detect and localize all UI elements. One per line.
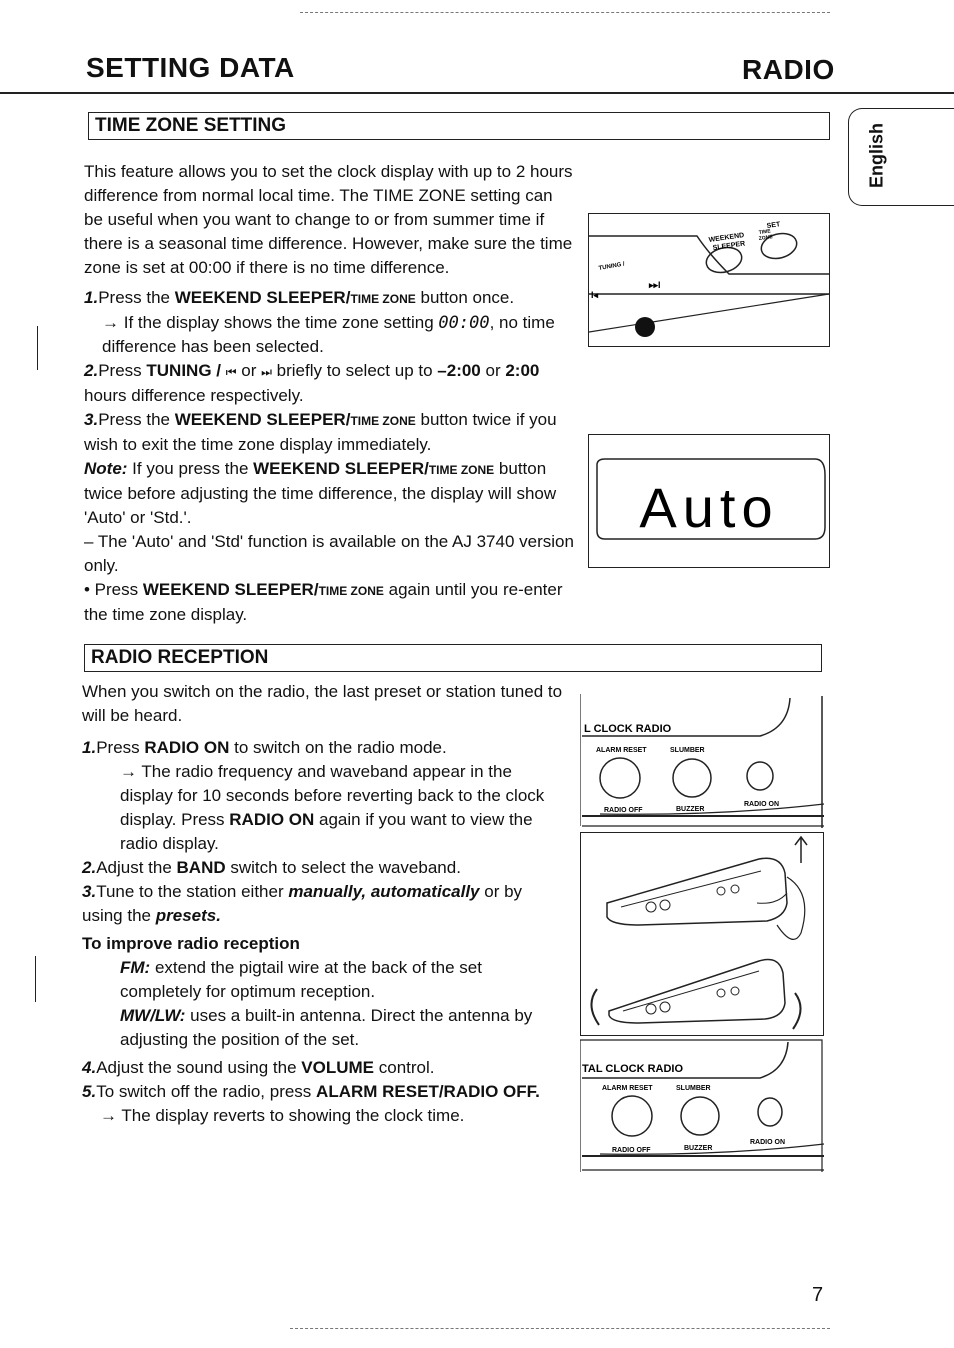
fig3-radio-on: RADIO ON (744, 801, 779, 808)
radio-step-3: 3.Tune to the station either manually, a… (82, 882, 523, 925)
fig3-title: L CLOCK RADIO (584, 723, 672, 735)
fig1-tuning: TUNING / (598, 261, 625, 272)
fig1-time: TIME (758, 228, 771, 236)
fig1-sleeper: SLEEPER (712, 240, 745, 251)
tz-step-3: 3.Press the WEEKEND SLEEPER/TIME ZONE bu… (84, 410, 557, 454)
tz-dash-note: – The 'Auto' and 'Std' function is avail… (84, 532, 574, 575)
radio-improve-title: To improve radio reception (82, 934, 300, 953)
figure-auto-display: Auto (588, 434, 830, 568)
margin-mark-2 (35, 956, 36, 1002)
fig5-alarm-reset: ALARM RESET (602, 1085, 653, 1092)
header-rule (0, 92, 954, 94)
tz-step-1-result: → If the display shows the time zone set… (102, 313, 555, 356)
fig2-display-text: Auto (639, 476, 778, 539)
fig5-title: TAL CLOCK RADIO (582, 1063, 683, 1075)
fig3-alarm-reset: ALARM RESET (596, 747, 647, 754)
radio-step-5-result: → The display reverts to showing the clo… (100, 1106, 465, 1125)
time-zone-section-heading: TIME ZONE SETTING (88, 112, 830, 140)
figure-time-zone-buttons: WEEKEND SLEEPER TIME ZONE SET TUNING / ▸… (588, 213, 830, 347)
figure-radio-off-drawing: TAL CLOCK RADIO ALARM RESET SLUMBER RADI… (579, 1039, 825, 1172)
time-zone-body: This feature allows you to set the clock… (84, 160, 574, 627)
figure-auto-display-drawing: Auto (596, 458, 826, 540)
fig1-weekend: WEEKEND (708, 232, 744, 244)
bottom-scan-artifact (290, 1328, 830, 1329)
fig1-zone: ZONE (758, 234, 773, 242)
figure-antenna-positions (580, 832, 824, 1036)
tz-step-2: 2.Press TUNING / ⏮ or ⏭ briefly to selec… (84, 361, 540, 405)
radio-mwlw: MW/LW: uses a built-in antenna. Direct t… (120, 1006, 533, 1049)
language-tab-label: English (866, 123, 887, 189)
radio-intro: When you switch on the radio, the last p… (82, 682, 563, 725)
radio-body: When you switch on the radio, the last p… (82, 680, 564, 1128)
language-tab: English (848, 108, 954, 206)
figure-radio-on-drawing: L CLOCK RADIO ALARM RESET SLUMBER RADIO … (579, 694, 825, 828)
top-scan-artifact (300, 12, 830, 13)
tz-step-1: 1.Press the WEEKEND SLEEPER/TIME ZONE bu… (84, 288, 515, 307)
time-zone-title: TIME ZONE SETTING (95, 115, 287, 136)
tz-note: Note: If you press the WEEKEND SLEEPER/T… (84, 459, 557, 527)
radio-step-4: 4.Adjust the sound using the VOLUME cont… (82, 1058, 435, 1077)
fig1-next: ▸▸I (648, 280, 661, 290)
fig5-buzzer: BUZZER (684, 1145, 712, 1152)
page-number: 7 (812, 1284, 824, 1306)
fig3-radio-off: RADIO OFF (604, 807, 643, 814)
fig3-buzzer: BUZZER (676, 806, 704, 813)
radio-step-2: 2.Adjust the BAND switch to select the w… (82, 858, 461, 877)
header-right-title: RADIO (742, 54, 835, 85)
figure-radio-on-panel: L CLOCK RADIO ALARM RESET SLUMBER RADIO … (579, 692, 825, 828)
radio-step-1-result: → The radio frequency and waveband appea… (120, 762, 545, 853)
tz-bullet: • Press WEEKEND SLEEPER/TIME ZONE again … (84, 580, 563, 624)
radio-title: RADIO RECEPTION (91, 647, 269, 668)
radio-step-5: 5.To switch off the radio, press ALARM R… (82, 1082, 540, 1101)
fig3-slumber: SLUMBER (670, 747, 705, 754)
time-zone-intro: This feature allows you to set the clock… (84, 162, 573, 277)
radio-step-1: 1.Press RADIO ON to switch on the radio … (82, 738, 447, 757)
margin-mark-1 (37, 326, 38, 370)
fig1-set: SET (766, 221, 781, 230)
figure-radio-off-panel: TAL CLOCK RADIO ALARM RESET SLUMBER RADI… (579, 1038, 825, 1174)
figure-antenna-drawing (590, 835, 808, 1030)
figure-time-zone-buttons-drawing: WEEKEND SLEEPER TIME ZONE SET TUNING / ▸… (588, 221, 830, 337)
fig5-slumber: SLUMBER (676, 1085, 711, 1092)
fig5-radio-on: RADIO ON (750, 1139, 785, 1146)
radio-section-heading: RADIO RECEPTION (84, 644, 822, 672)
fig5-radio-off: RADIO OFF (612, 1147, 651, 1154)
radio-fm: FM: extend the pigtail wire at the back … (120, 958, 482, 1001)
fig1-prev: I◂ (591, 290, 599, 300)
header-left-title: SETTING DATA (86, 52, 295, 83)
